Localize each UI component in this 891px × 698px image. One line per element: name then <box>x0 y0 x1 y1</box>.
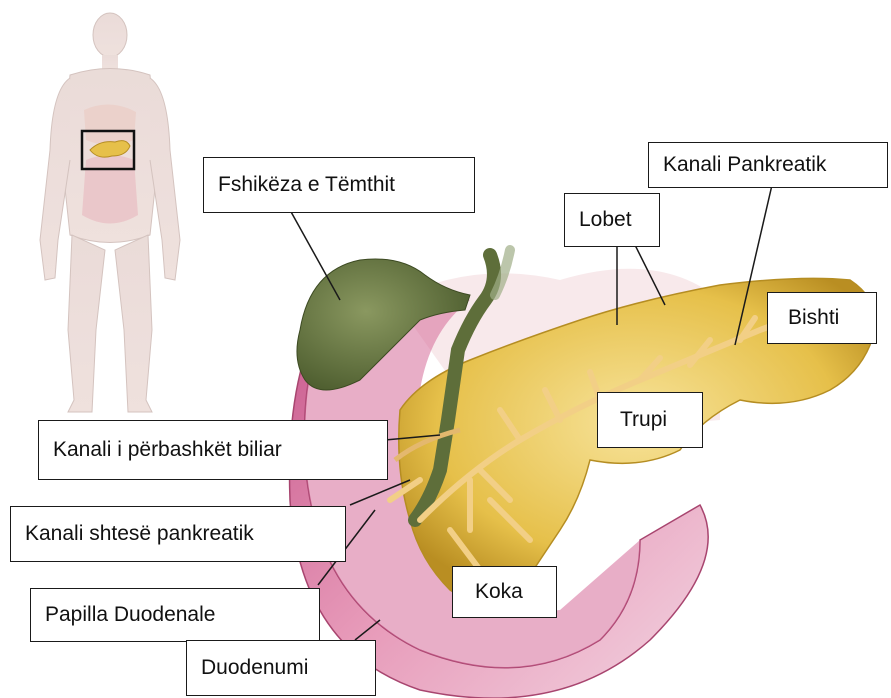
label-gallbladder: Fshikëza e Tëmthit <box>203 157 475 213</box>
label-body: Trupi <box>597 392 703 448</box>
label-common-bile-duct: Kanali i përbashkët biliar <box>38 420 388 480</box>
label-duodenum: Duodenumi <box>186 640 376 696</box>
label-lobes: Lobet <box>564 193 660 247</box>
label-duodenal-papilla: Papilla Duodenale <box>30 588 320 642</box>
label-accessory-duct: Kanali shtesë pankreatik <box>10 506 346 562</box>
label-tail: Bishti <box>767 292 877 344</box>
label-head: Koka <box>452 566 557 618</box>
human-figure <box>40 13 180 412</box>
label-pancreatic-duct: Kanali Pankreatik <box>648 142 888 188</box>
